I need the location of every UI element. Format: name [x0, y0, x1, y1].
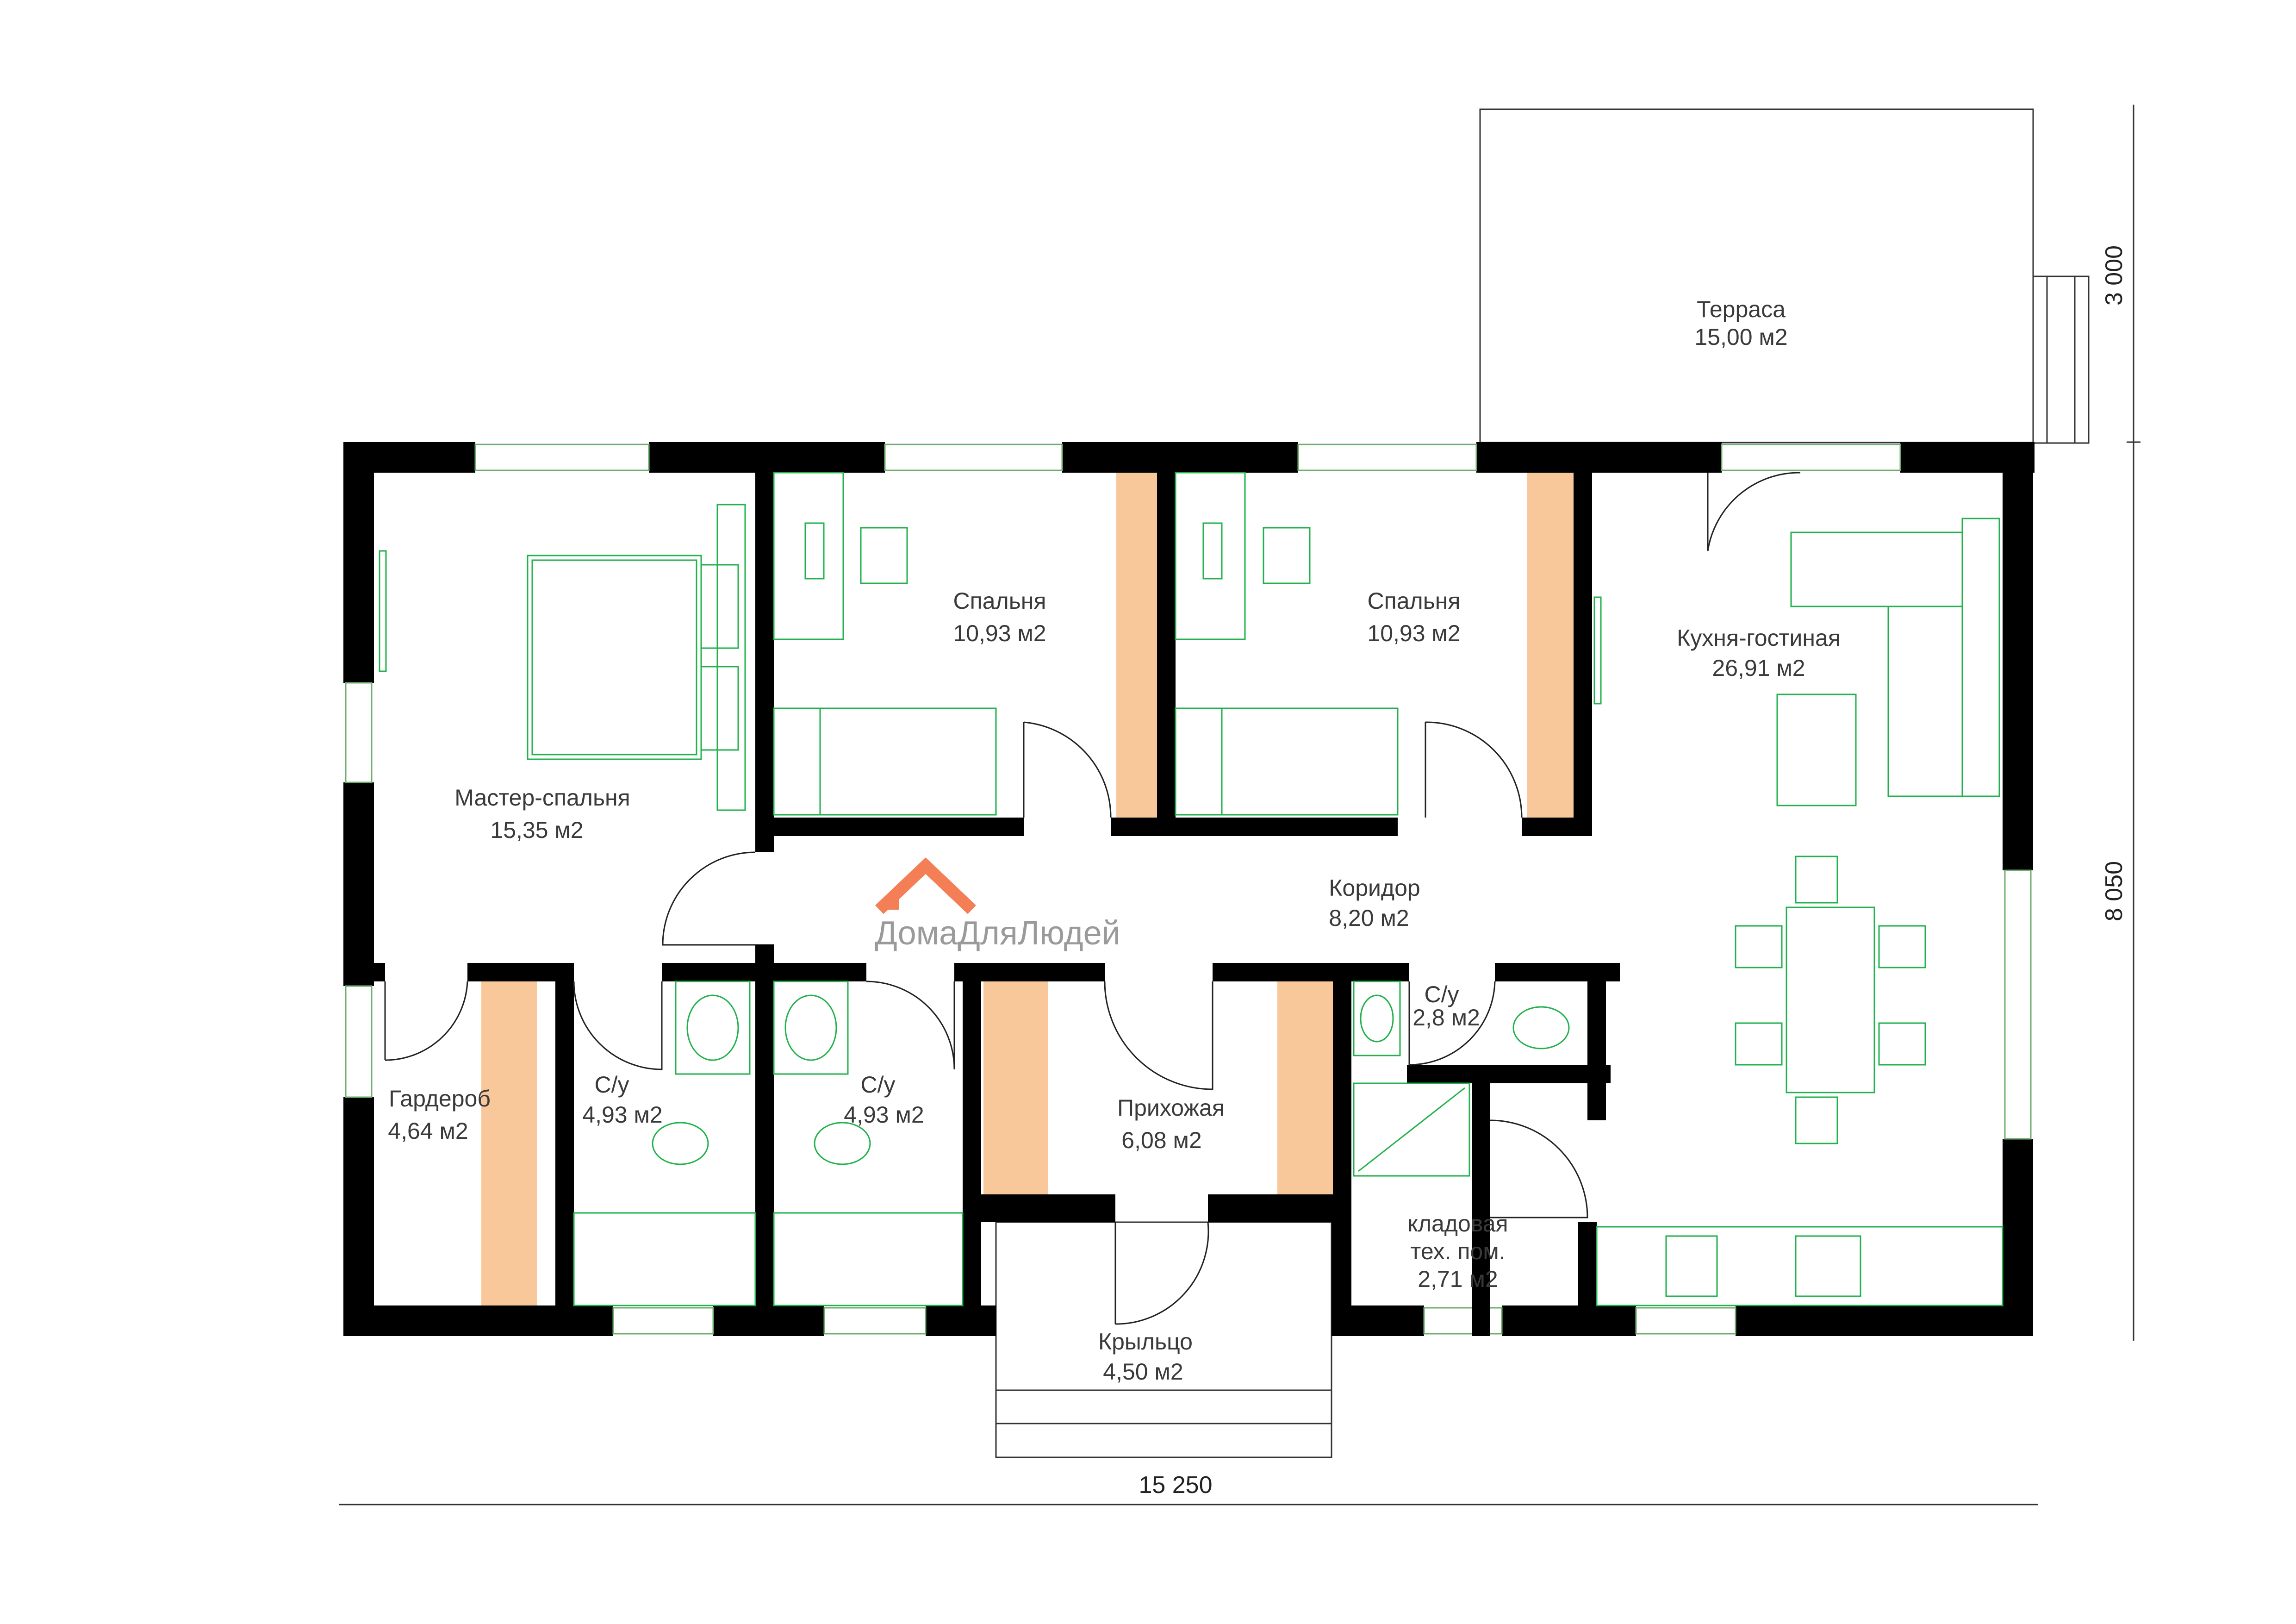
room-corridor-name: Коридор: [1329, 875, 1420, 901]
room-storage-area: 2,71 м2: [1418, 1266, 1498, 1292]
house-icon: [875, 857, 976, 914]
room-wc-small-name: С/у: [1425, 981, 1459, 1007]
windows: [345, 443, 2032, 1335]
interior-walls: [343, 473, 1620, 1336]
room-entrance-hall-name: Прихожая: [1117, 1095, 1225, 1121]
doors: [384, 472, 1801, 1325]
room-porch-area: 4,50 м2: [1103, 1359, 1183, 1385]
room-kitchen-living-area: 26,91 м2: [1712, 655, 1805, 681]
dimension-depth-label: 8 050: [2101, 861, 2128, 921]
room-bedroom-2-name: Спальня: [1368, 588, 1461, 614]
dimension-terrace-label: 3 000: [2101, 245, 2128, 306]
room-wardrobe-name: Гардероб: [389, 1086, 491, 1112]
room-corridor-area: 8,20 м2: [1329, 905, 1409, 931]
room-bathroom-2-name: С/у: [861, 1072, 896, 1098]
dimension-labels: 15 250 8 050 3 000: [1139, 245, 2128, 1499]
room-wardrobe-area: 4,64 м2: [388, 1118, 468, 1144]
room-terrace-name: Терраса: [1697, 296, 1786, 322]
room-storage-name: кладовая: [1407, 1211, 1508, 1237]
room-storage-subtitle: тех. пом.: [1411, 1238, 1506, 1264]
room-wc-small-area: 2,8 м2: [1412, 1005, 1480, 1031]
room-entrance-hall-area: 6,08 м2: [1121, 1127, 1201, 1153]
room-porch-name: Крыльцо: [1098, 1329, 1193, 1355]
room-terrace-area: 15,00 м2: [1694, 324, 1787, 350]
furniture: [379, 472, 2004, 1306]
room-kitchen-living-name: Кухня-гостиная: [1677, 625, 1841, 651]
porch: [995, 1221, 1332, 1458]
room-bedroom-1-name: Спальня: [953, 588, 1046, 614]
room-bedroom-1-area: 10,93 м2: [953, 620, 1046, 646]
dimension-lines: [339, 105, 2140, 1505]
dimension-width-label: 15 250: [1139, 1472, 1212, 1499]
room-bedroom-2-area: 10,93 м2: [1367, 620, 1460, 646]
terrace: [1479, 108, 2090, 444]
room-master-bedroom-name: Мастер-спальня: [454, 785, 630, 811]
room-bathroom-1-name: С/у: [595, 1072, 629, 1098]
columns: [481, 473, 1574, 1305]
watermark-logo: ДомаДляЛюдей: [875, 857, 1120, 952]
room-bathroom-2-area: 4,93 м2: [844, 1102, 924, 1128]
exterior-walls: [343, 442, 2035, 1336]
watermark-text: ДомаДляЛюдей: [875, 915, 1120, 952]
room-master-bedroom-area: 15,35 м2: [490, 817, 583, 843]
room-bathroom-1-area: 4,93 м2: [582, 1102, 662, 1128]
room-labels: Терраса 15,00 м2 Спальня 10,93 м2 Спальн…: [388, 296, 1841, 1385]
